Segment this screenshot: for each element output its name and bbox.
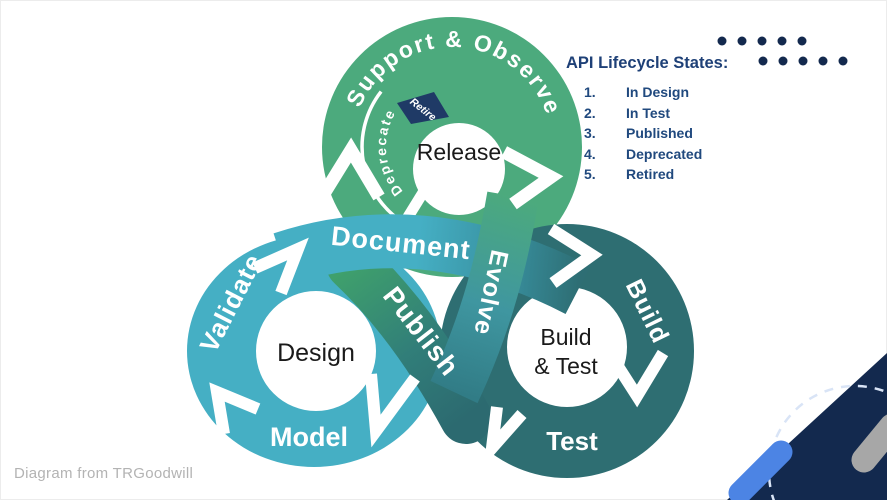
legend-item-label: Deprecated [626, 145, 703, 162]
legend-item-label: Retired [626, 166, 675, 183]
legend-title: API Lifecycle States: [566, 54, 729, 72]
design-label: Design [277, 339, 355, 367]
legend-item-number: 3. [584, 125, 596, 142]
gray-capsule-decoration [851, 414, 887, 473]
legend-item-deprecated: 4. Deprecated [566, 146, 796, 167]
release-label: Release [417, 139, 501, 165]
chevron-build-right [606, 349, 669, 408]
document-band [273, 214, 591, 315]
legend-item-label: In Test [626, 104, 671, 121]
publish-band [326, 238, 492, 444]
chevron-design-top [252, 237, 309, 296]
legend-item-published: 3. Published [566, 125, 796, 146]
test-label: Test [546, 426, 598, 456]
legend-item-retired: 5. Retired [566, 166, 796, 187]
legend-item-in-test: 2. In Test [566, 105, 796, 126]
legend-item-label: Published [626, 125, 693, 142]
legend-list: 1. In Design 2. In Test 3. Published 4. … [566, 84, 796, 187]
chevron-build-bottom [483, 406, 527, 467]
chevron-design-bottom [209, 382, 261, 435]
legend-item-number: 5. [584, 166, 596, 183]
legend-item-number: 1. [584, 84, 596, 100]
legend-item-in-design: 1. In Design [566, 84, 796, 105]
legend-item-number: 4. [584, 145, 596, 162]
legend-item-label: In Design [626, 84, 690, 100]
model-label: Model [270, 422, 348, 452]
blue-capsule-decoration [728, 440, 793, 500]
chevron-design-exit [365, 373, 420, 448]
retire-wedge [397, 92, 449, 124]
dot-grid-decoration [717, 36, 848, 66]
chevron-build-top [547, 223, 603, 288]
lifecycle-states-legend: API Lifecycle States: 1. In Design 2. In… [566, 54, 796, 187]
build-test-label-line1: Build [540, 324, 591, 350]
chevron-release-right [500, 146, 564, 210]
evolve-band [430, 191, 539, 404]
source-caption: Diagram from TRGoodwill [14, 465, 194, 482]
flow-chevrons [209, 137, 669, 467]
chevron-release-left [316, 137, 385, 201]
corner-decoration [727, 353, 887, 500]
legend-item-number: 2. [584, 104, 596, 121]
build-test-label-line2: & Test [534, 353, 598, 379]
